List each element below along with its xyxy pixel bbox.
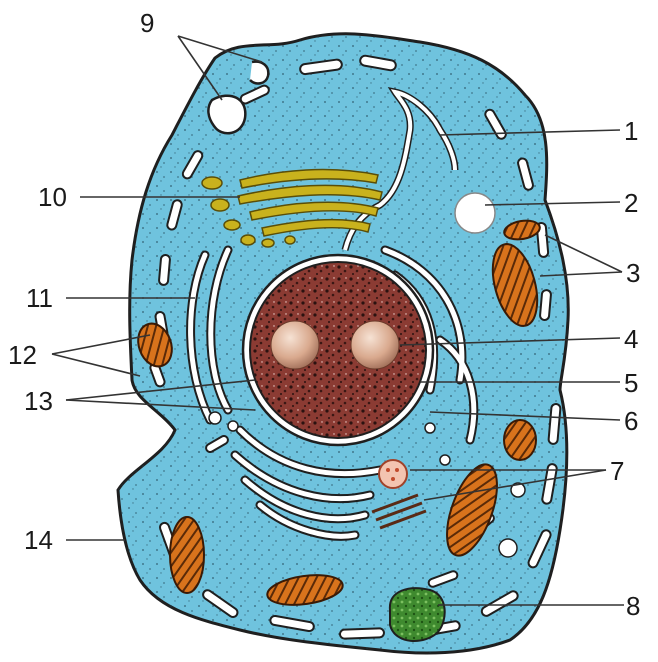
label-7: 7 — [610, 456, 624, 486]
label-5: 5 — [624, 368, 638, 398]
label-8: 8 — [626, 591, 640, 621]
label-10: 10 — [38, 182, 67, 212]
vacuole — [455, 193, 495, 233]
label-12: 12 — [8, 340, 37, 370]
label-13: 13 — [24, 386, 53, 416]
lysosome — [390, 588, 445, 641]
label-14: 14 — [24, 525, 53, 555]
label-4: 4 — [624, 324, 638, 354]
label-1: 1 — [624, 116, 638, 146]
label-6: 6 — [624, 406, 638, 436]
label-2: 2 — [624, 188, 638, 218]
label-9: 9 — [140, 8, 154, 38]
label-11: 11 — [26, 283, 53, 313]
label-3: 3 — [626, 258, 640, 288]
